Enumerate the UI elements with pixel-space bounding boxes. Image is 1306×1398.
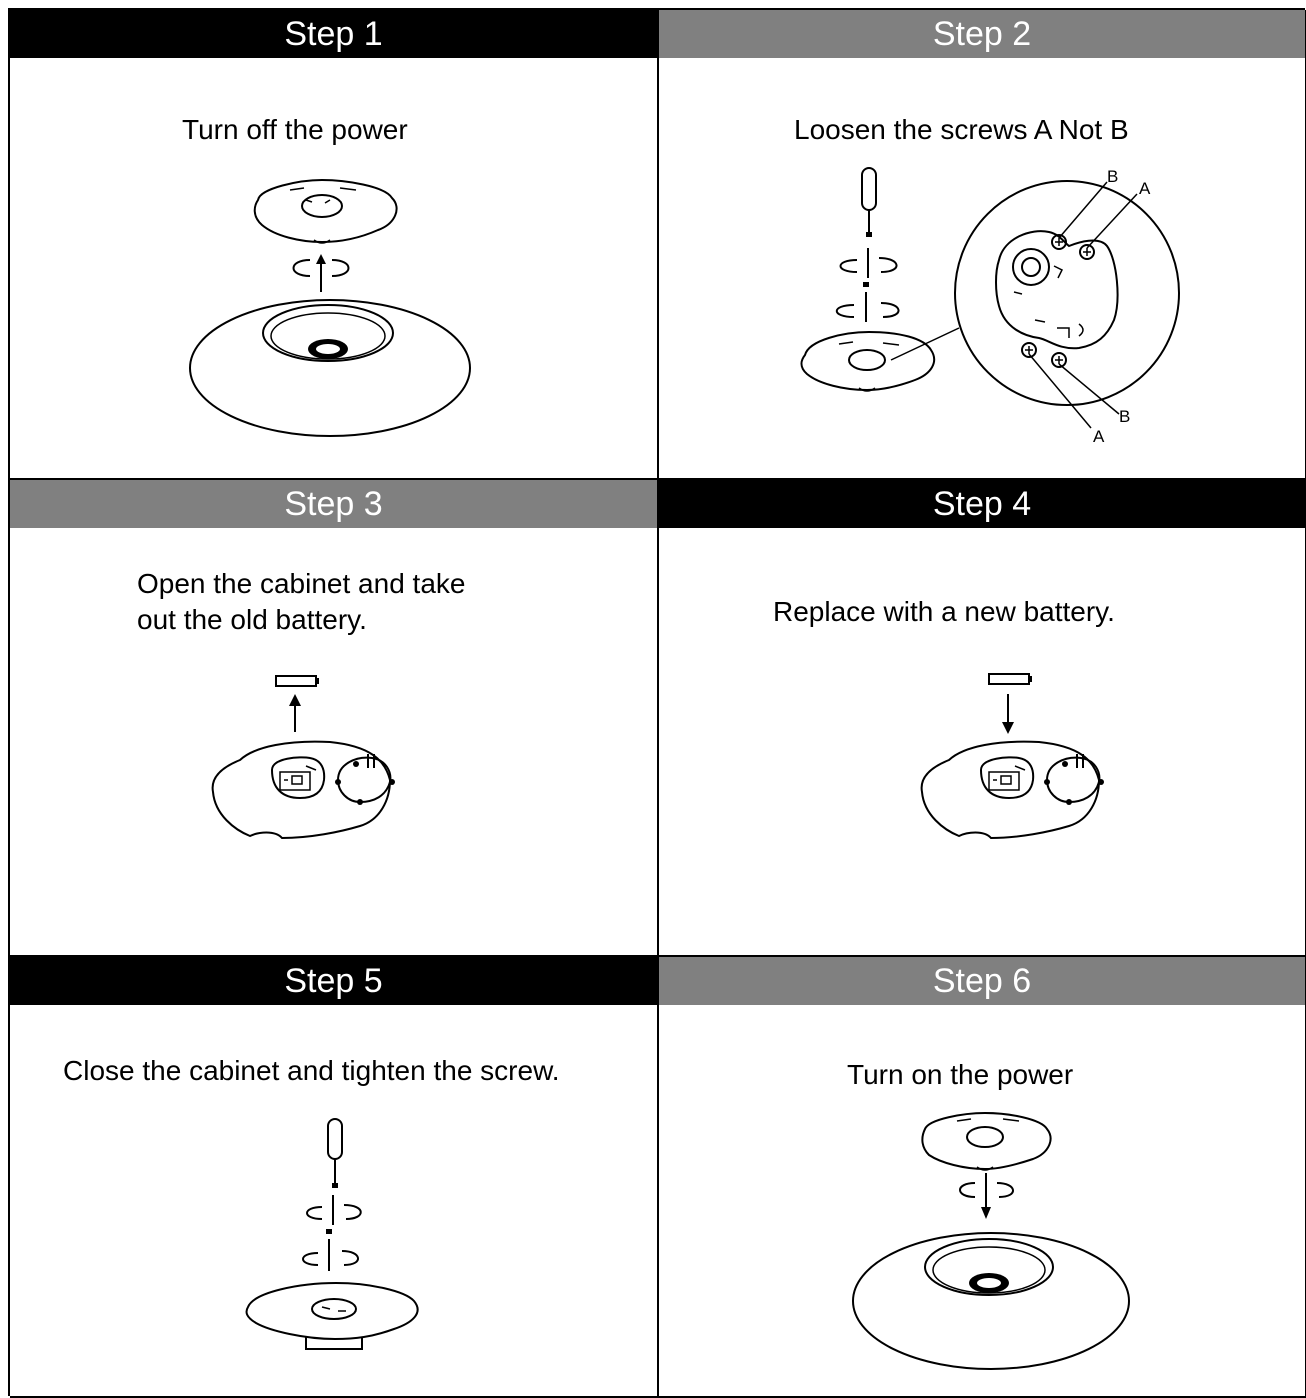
- cover-attach-illustration: [659, 957, 1306, 1398]
- screwdriver-icon: [328, 1119, 342, 1188]
- instruction-grid: Step 1 Turn off the power: [8, 8, 1306, 1398]
- step-4-header: Step 4: [659, 480, 1305, 528]
- open-cabinet-icon: [922, 742, 1104, 838]
- ceiling-base-icon: [853, 1233, 1129, 1369]
- open-cabinet-icon: [213, 742, 395, 838]
- step-5-caption: Close the cabinet and tighten the screw.: [63, 1055, 560, 1086]
- closed-cabinet-icon: [247, 1283, 418, 1349]
- step-2-caption: Loosen the screws A Not B: [794, 114, 1129, 145]
- battery-icon: [276, 676, 319, 686]
- ceiling-base-icon: [190, 300, 470, 436]
- label-a-top: A: [1139, 179, 1151, 198]
- step-1-caption: Turn off the power: [182, 114, 408, 145]
- arrow-up-icon: [289, 694, 301, 732]
- cover-plate-icon: [922, 1113, 1050, 1170]
- step-1-header: Step 1: [10, 10, 657, 58]
- rotate-arrow-icon: [294, 254, 349, 292]
- step-1-panel: Step 1 Turn off the power: [10, 10, 659, 480]
- rotate-arrow-icon: [960, 1173, 1013, 1219]
- cover-plate-icon: [802, 332, 935, 391]
- screw-loosen-illustration: B A A B: [659, 167, 1306, 446]
- step-5-header: Step 5: [10, 957, 657, 1005]
- rotate-arrow-icon: [837, 248, 899, 322]
- battery-remove-illustration: [10, 480, 395, 957]
- zoomed-detail-icon: [955, 181, 1179, 405]
- battery-insert-illustration: [659, 480, 1104, 957]
- screw-tighten-illustration: [10, 957, 659, 1398]
- cover-plate-icon: [255, 180, 397, 243]
- step-6-caption: Turn on the power: [847, 1059, 1074, 1090]
- label-b-top: B: [1107, 167, 1118, 186]
- step-6-panel: Step 6 Turn on the power: [659, 957, 1306, 1398]
- step-3-header: Step 3: [10, 480, 657, 528]
- cover-detach-illustration: [10, 10, 659, 480]
- step-2-panel: Step 2 Loosen the screws A Not B: [659, 10, 1306, 480]
- label-a-bottom: A: [1093, 427, 1105, 446]
- step-4-panel: Step 4 Replace with a new battery.: [659, 480, 1306, 957]
- step-4-caption: Replace with a new battery.: [773, 596, 1115, 627]
- rotate-arrow-icon: [303, 1195, 361, 1271]
- step-3-panel: Step 3 Open the cabinet and take out the…: [10, 480, 659, 957]
- step-3-caption: Open the cabinet and take out the old ba…: [137, 568, 466, 635]
- step-2-header: Step 2: [659, 10, 1305, 58]
- battery-icon: [989, 674, 1032, 684]
- screwdriver-icon: [862, 168, 876, 237]
- step-6-header: Step 6: [659, 957, 1305, 1005]
- step-5-panel: Step 5 Close the cabinet and tighten the…: [10, 957, 659, 1398]
- arrow-down-icon: [1002, 694, 1014, 734]
- label-b-bottom: B: [1119, 407, 1130, 426]
